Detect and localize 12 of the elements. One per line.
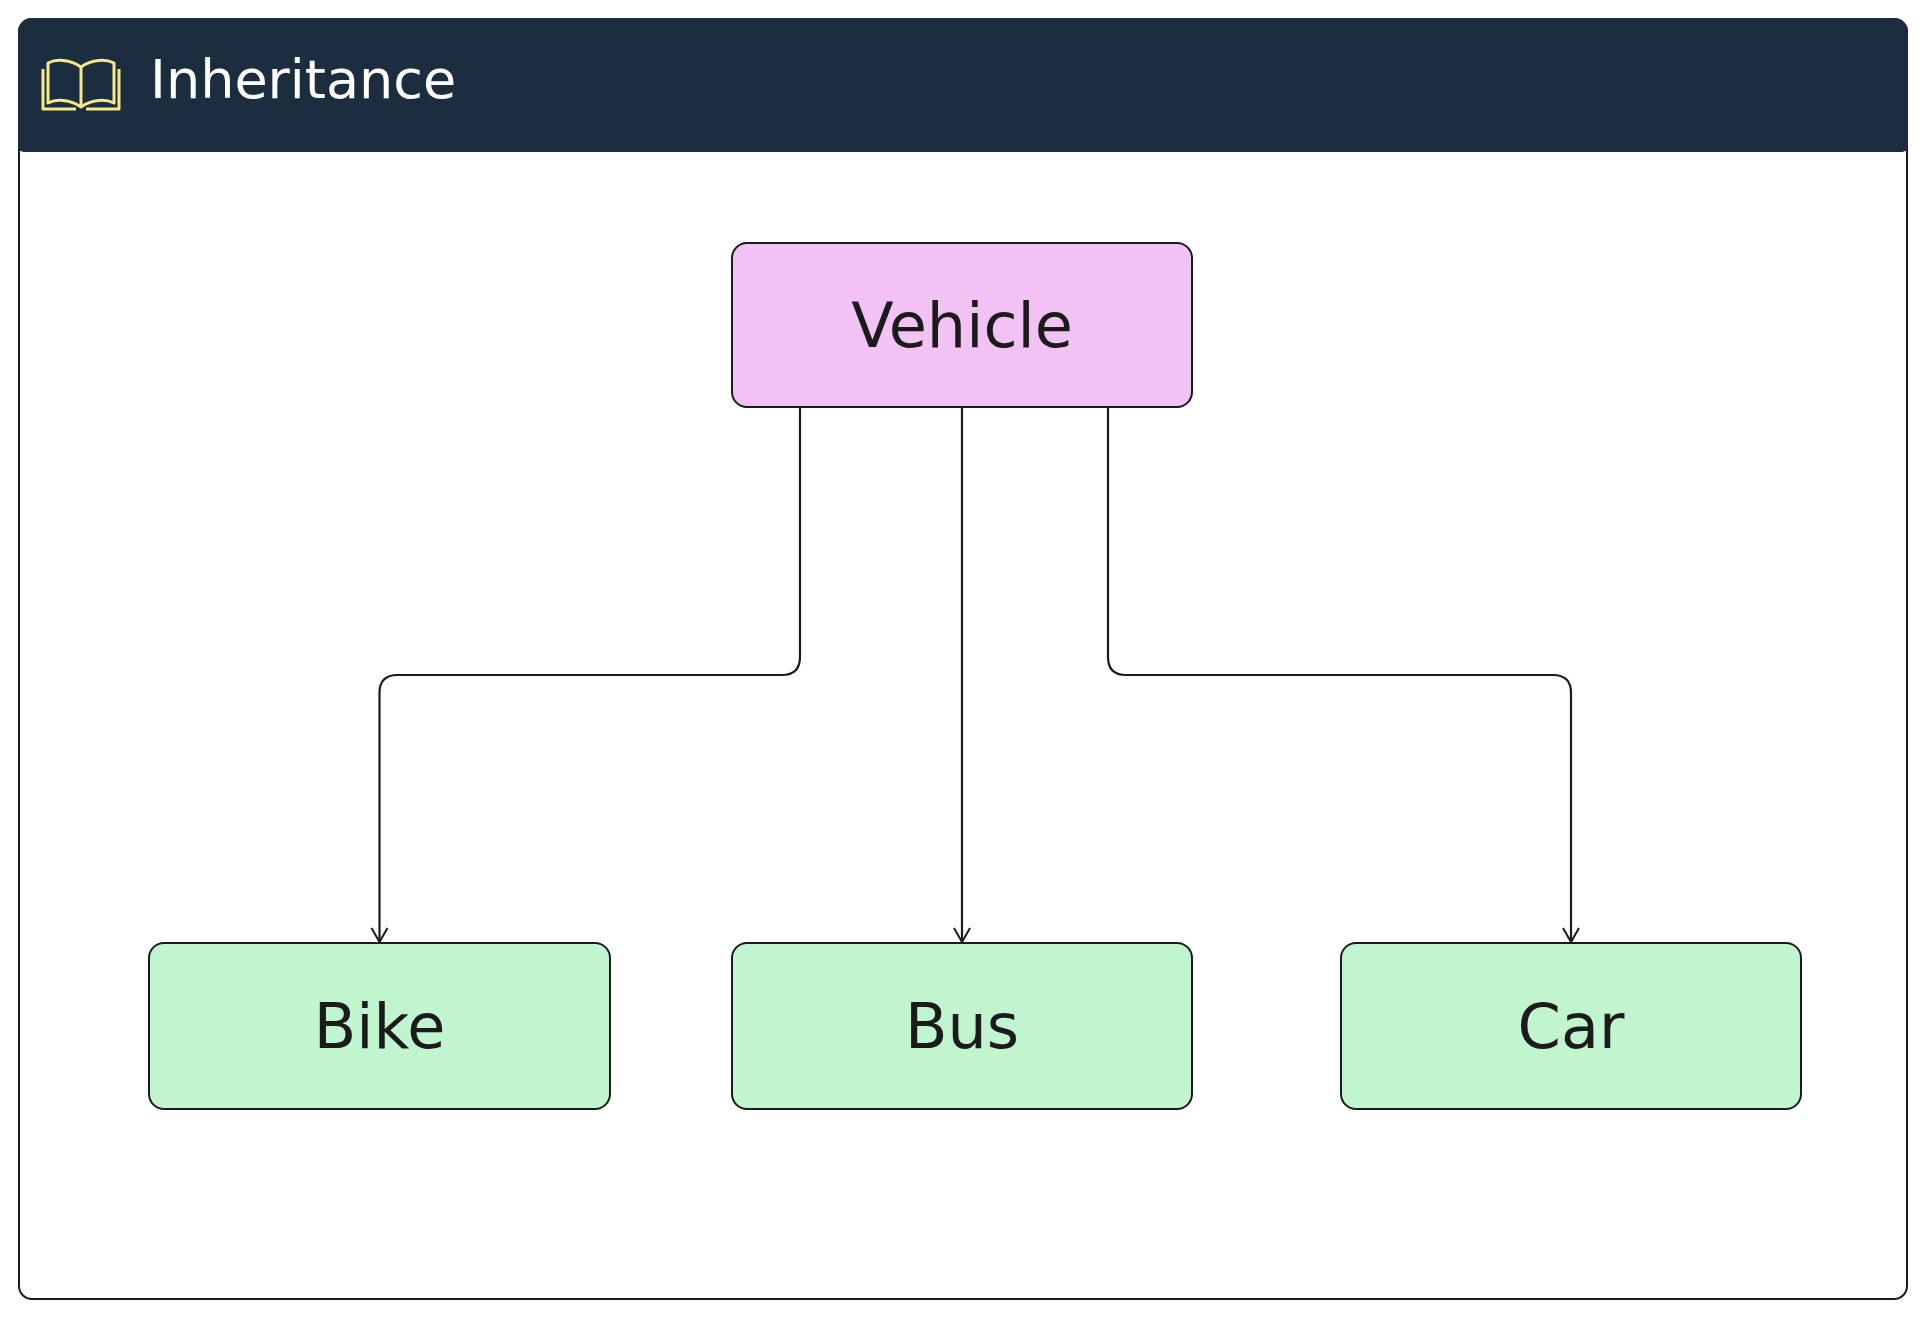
- class-name: Bus: [904, 989, 1020, 1063]
- class-name: Car: [1517, 989, 1625, 1063]
- parent-class-box: [731, 242, 1193, 408]
- inheritance-arrow: [370, 408, 802, 943]
- inheritance-arrow: [1106, 408, 1580, 943]
- child-class-box: [1340, 942, 1802, 1110]
- class-name: Vehicle: [851, 288, 1073, 362]
- class-name: Bike: [313, 989, 446, 1063]
- diagram-title: Inheritance: [150, 47, 457, 113]
- child-class-box: [731, 942, 1193, 1110]
- child-class-box: [148, 942, 611, 1110]
- inheritance-arrow: [953, 408, 971, 943]
